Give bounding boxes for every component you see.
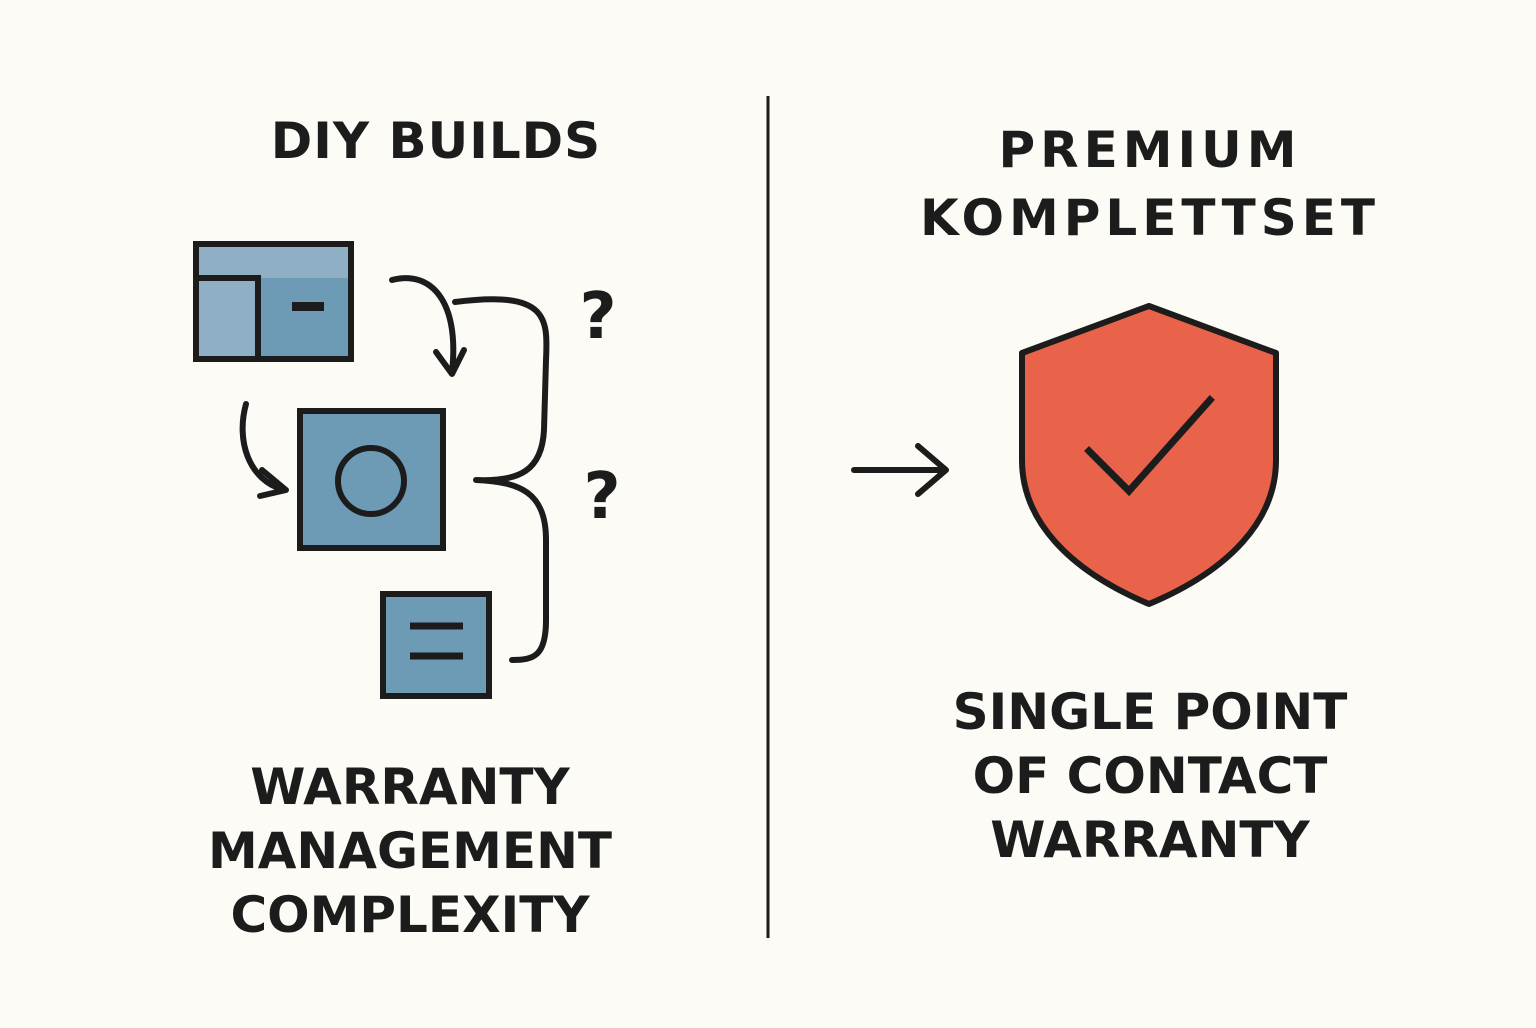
left-caption-line-3: COMPLEXITY xyxy=(230,886,590,944)
right-caption-line-3: WARRANTY xyxy=(990,811,1310,869)
question-mark-2: ? xyxy=(583,460,620,534)
window-component-icon xyxy=(193,241,354,362)
list-component-icon xyxy=(380,591,492,699)
premium-komplettset-title: PREMIUM KOMPLETTSET xyxy=(900,116,1400,252)
arrow-right-icon xyxy=(851,443,949,497)
shield-check-icon xyxy=(1019,303,1279,607)
left-caption-line-1: WARRANTY xyxy=(250,758,570,816)
right-caption-line-2: OF CONTACT xyxy=(972,747,1328,805)
circle-component-icon xyxy=(297,408,446,551)
diy-builds-title: DIY BUILDS xyxy=(270,112,602,170)
question-mark-1: ? xyxy=(579,280,616,354)
flow-arrows xyxy=(239,275,467,499)
single-point-warranty-caption: SINGLE POINT OF CONTACT WARRANTY xyxy=(900,680,1400,872)
premium-title-line-1: PREMIUM xyxy=(998,121,1302,179)
premium-title-line-2: KOMPLETTSET xyxy=(919,189,1381,247)
grouping-brace xyxy=(452,296,550,663)
warranty-complexity-caption: WARRANTY MANAGEMENT COMPLEXITY xyxy=(160,755,660,947)
left-caption-line-2: MANAGEMENT xyxy=(207,822,613,880)
right-caption-line-1: SINGLE POINT xyxy=(952,683,1348,741)
